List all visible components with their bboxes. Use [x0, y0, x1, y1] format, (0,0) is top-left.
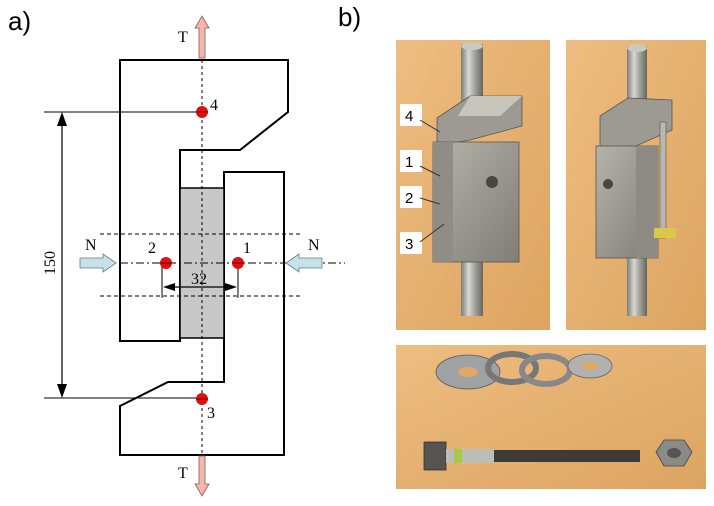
- arrow-tension-bottom: [194, 455, 210, 497]
- dim-150-arrow-top: [57, 112, 67, 126]
- svg-text:2: 2: [405, 190, 413, 207]
- photo-label-2: 2: [400, 186, 441, 208]
- shaft-bottom: [461, 250, 483, 316]
- dim-150-label: 150: [42, 251, 59, 275]
- photo-rear-view: [566, 40, 706, 330]
- arrow-normal-left: [79, 253, 117, 273]
- shaft-bottom-rear: [627, 258, 647, 316]
- arrow-tension-top: [194, 15, 210, 59]
- photo-label-3: 3: [400, 223, 445, 254]
- svg-text:4: 4: [210, 97, 218, 114]
- label-tension-top: T: [178, 29, 188, 46]
- photo-label-1: 1: [400, 150, 441, 177]
- dim-32-arrow-right: [225, 283, 237, 291]
- dim-32-label: 32: [191, 271, 207, 288]
- photo-label-4: 4: [400, 104, 441, 133]
- panel-label-a: a): [8, 6, 31, 36]
- svg-text:2: 2: [148, 240, 156, 257]
- svg-text:4: 4: [405, 108, 413, 125]
- photo-components: [396, 345, 706, 489]
- point-4: 4: [196, 97, 218, 118]
- lower-grip-outline: [119, 171, 285, 456]
- shaft-top-rear: [627, 46, 647, 106]
- dim-32-arrow-left: [163, 283, 175, 291]
- svg-text:1: 1: [405, 154, 413, 171]
- label-tension-bottom: T: [178, 465, 188, 482]
- bolt-head: [423, 441, 447, 471]
- point-2: 2: [148, 240, 172, 269]
- upper-grip-outline: [119, 59, 289, 342]
- arrow-normal-right: [285, 253, 323, 273]
- panel-label-b: b): [338, 2, 361, 32]
- diagram-a: 150 32 T T N N 4 2 1: [42, 15, 345, 497]
- svg-text:3: 3: [405, 236, 413, 253]
- bolt-thread: [494, 450, 640, 462]
- label-normal-right: N: [308, 237, 320, 254]
- label-normal-left: N: [85, 237, 97, 254]
- svg-text:1: 1: [243, 240, 251, 257]
- dim-150-arrow-bottom: [57, 384, 67, 398]
- point-1: 1: [232, 240, 251, 269]
- point-3: 3: [196, 393, 215, 422]
- svg-text:3: 3: [207, 405, 215, 422]
- bearing-1: [485, 351, 539, 385]
- extensometer-rod: [659, 121, 667, 239]
- photo-front-view: 4 1 2 3: [396, 40, 550, 330]
